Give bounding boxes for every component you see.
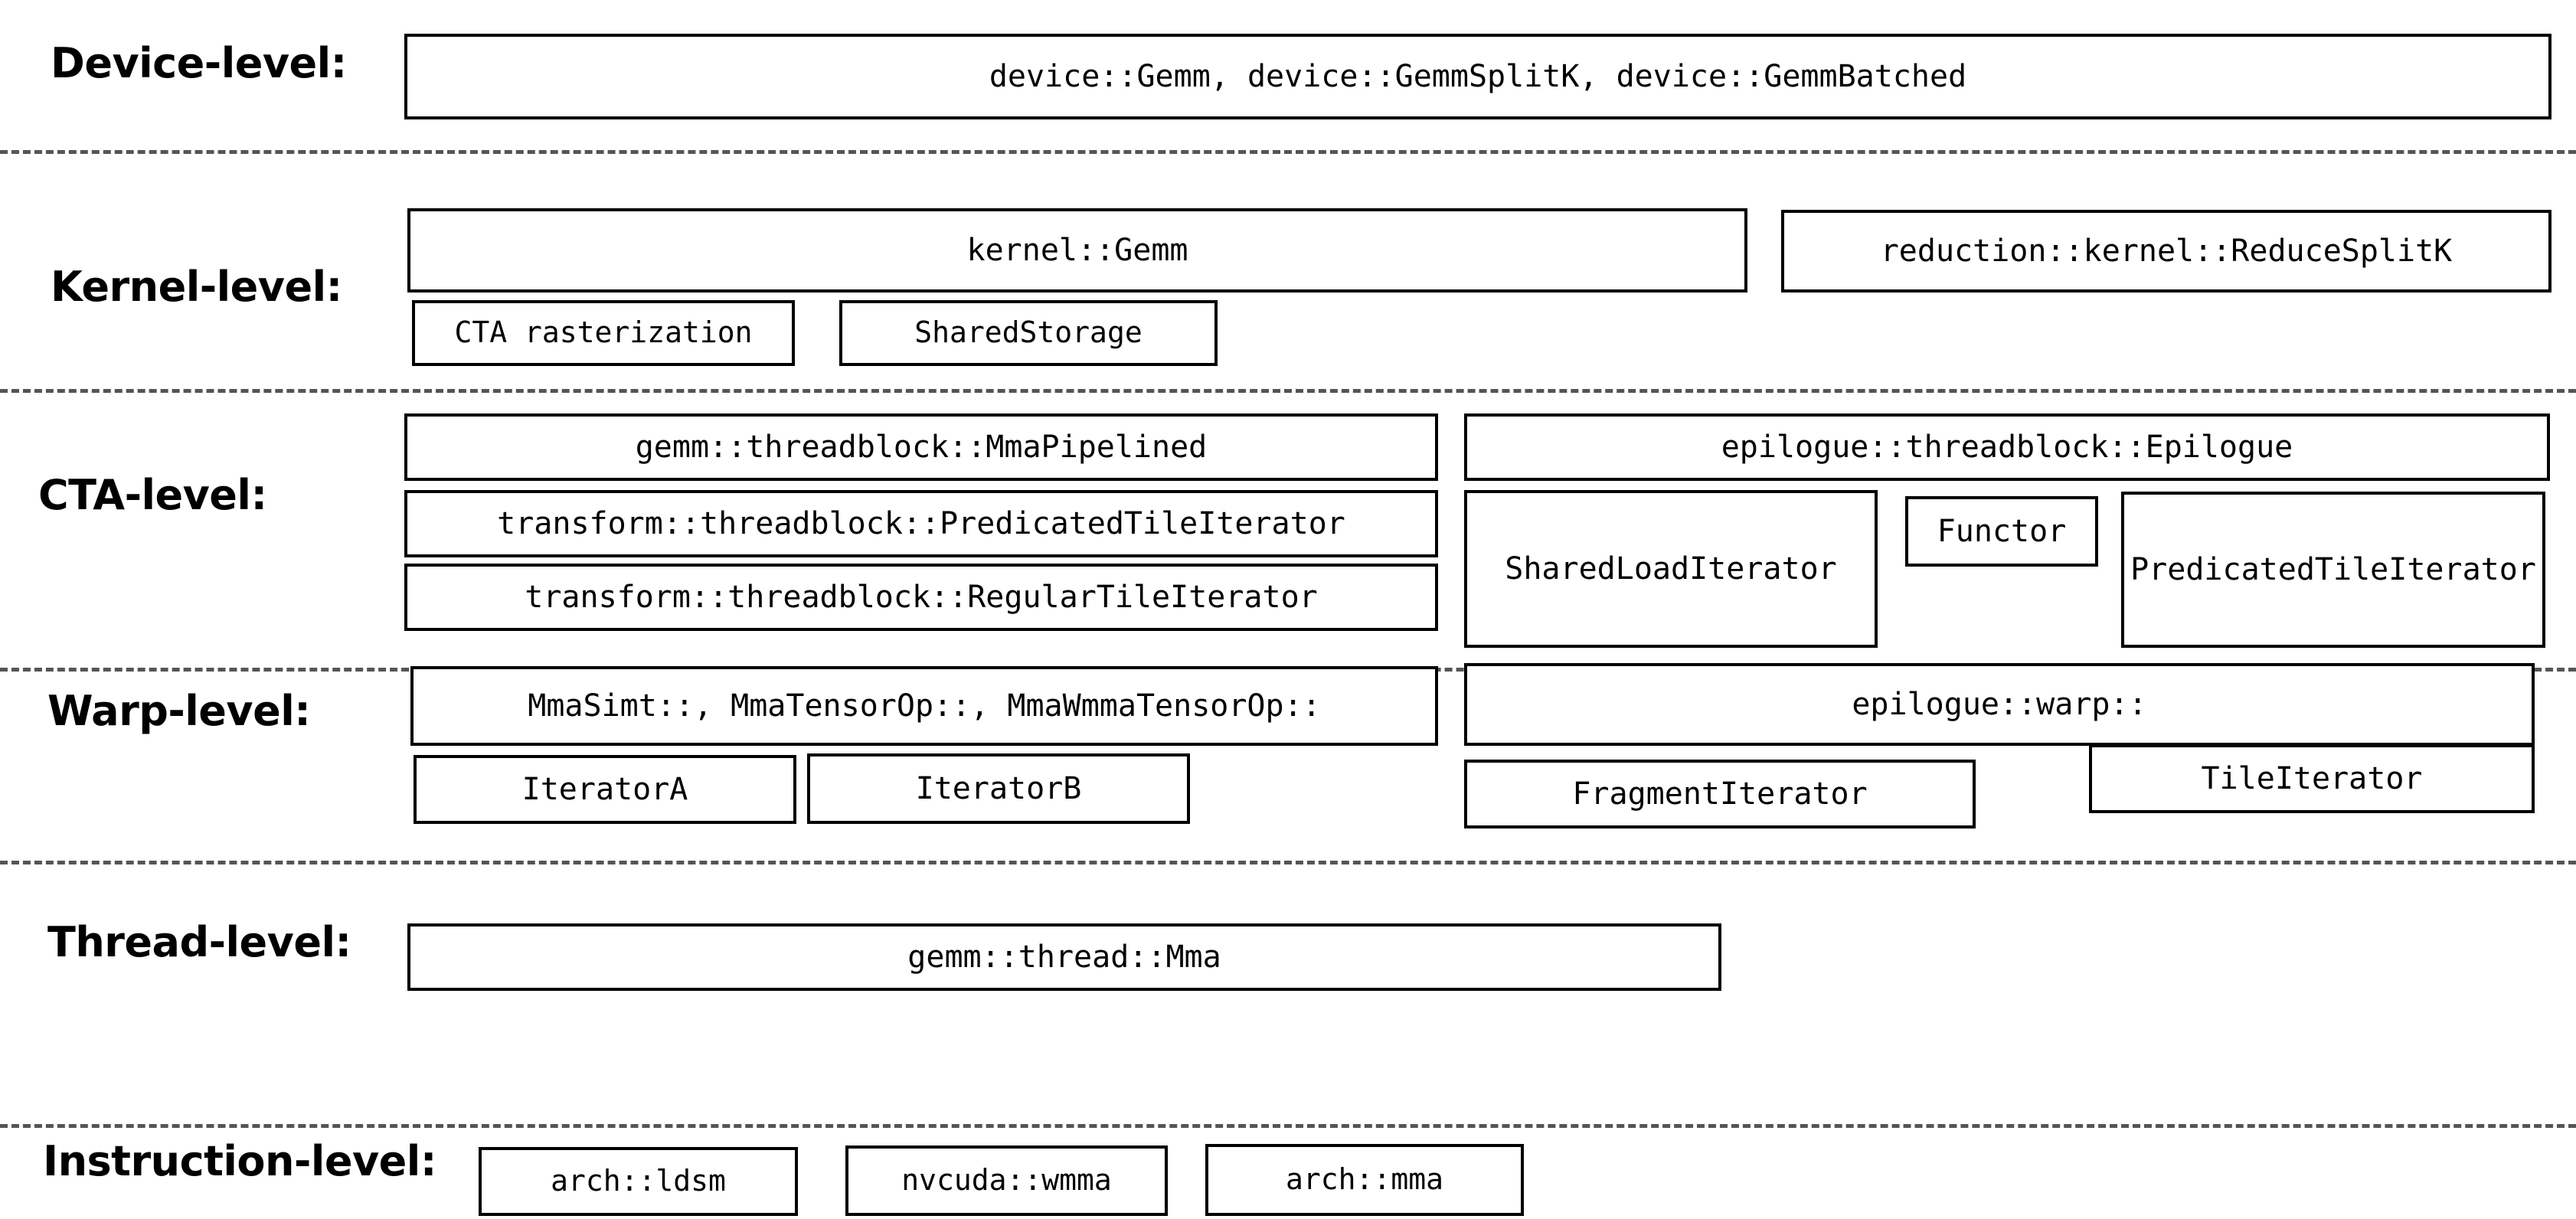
box-epilogue-warp[interactable]: epilogue::warp:: xyxy=(1464,663,2535,746)
box-gemm-thread-mma[interactable]: gemm::thread::Mma xyxy=(407,923,1721,991)
level-label-cta: CTA-level: xyxy=(38,471,267,519)
box-reduction-reduce-split-k[interactable]: reduction::kernel::ReduceSplitK xyxy=(1781,210,2551,292)
level-label-instruction: Instruction-level: xyxy=(43,1137,436,1185)
level-label-kernel: Kernel-level: xyxy=(51,263,342,311)
box-shared-storage[interactable]: SharedStorage xyxy=(839,300,1218,366)
box-shared-load-iterator[interactable]: SharedLoadIterator xyxy=(1464,490,1878,648)
box-epilogue-predicated-tile-iterator[interactable]: PredicatedTileIterator xyxy=(2121,492,2545,648)
box-transform-threadblock-predicated-tile-iterator[interactable]: transform::threadblock::PredicatedTileIt… xyxy=(404,490,1438,557)
box-functor[interactable]: Functor xyxy=(1905,496,2098,567)
box-iterator-a[interactable]: IteratorA xyxy=(414,755,796,824)
box-device-gemm[interactable]: device::Gemm, device::GemmSplitK, device… xyxy=(404,34,2551,119)
divider-warp-thread xyxy=(0,861,2576,864)
divider-thread-instruction xyxy=(0,1124,2576,1128)
box-cta-rasterization[interactable]: CTA rasterization xyxy=(412,300,795,366)
box-iterator-b[interactable]: IteratorB xyxy=(807,753,1190,824)
box-epilogue-threadblock-epilogue[interactable]: epilogue::threadblock::Epilogue xyxy=(1464,413,2550,481)
box-tile-iterator[interactable]: TileIterator xyxy=(2089,744,2535,813)
box-arch-mma[interactable]: arch::mma xyxy=(1205,1144,1524,1216)
level-label-device: Device-level: xyxy=(51,39,347,87)
divider-device-kernel xyxy=(0,150,2576,154)
box-transform-threadblock-regular-tile-iterator[interactable]: transform::threadblock::RegularTileItera… xyxy=(404,564,1438,631)
box-warp-mma-ops[interactable]: MmaSimt::, MmaTensorOp::, MmaWmmaTensorO… xyxy=(410,666,1438,746)
divider-kernel-cta xyxy=(0,389,2576,393)
box-fragment-iterator[interactable]: FragmentIterator xyxy=(1464,760,1976,828)
level-label-thread: Thread-level: xyxy=(47,918,351,966)
box-nvcuda-wmma[interactable]: nvcuda::wmma xyxy=(845,1145,1168,1216)
box-kernel-gemm[interactable]: kernel::Gemm xyxy=(407,208,1747,292)
box-gemm-threadblock-mma-pipelined[interactable]: gemm::threadblock::MmaPipelined xyxy=(404,413,1438,481)
level-label-warp: Warp-level: xyxy=(47,687,311,735)
box-arch-ldsm[interactable]: arch::ldsm xyxy=(479,1147,798,1216)
